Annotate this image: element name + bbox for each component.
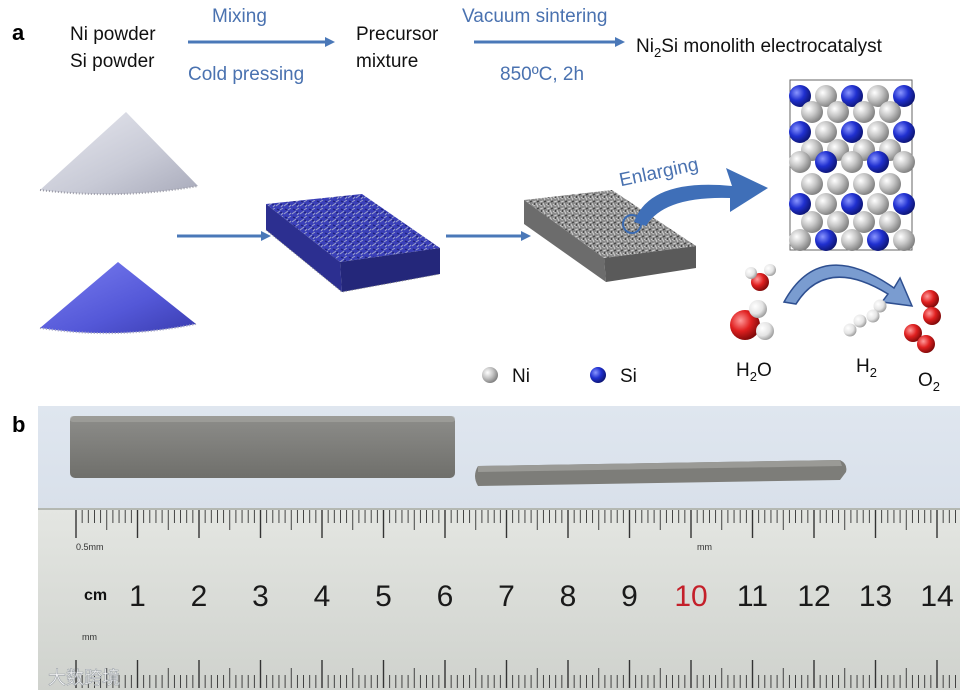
water-molecule-large	[730, 300, 774, 340]
precursor-pellet	[265, 194, 441, 293]
si-atom	[841, 121, 863, 143]
ni-atom	[801, 173, 823, 195]
ni-atom	[789, 229, 811, 251]
ni-atom	[815, 121, 837, 143]
ni-atom	[827, 211, 849, 233]
intermediate-precursor: Precursor	[356, 24, 439, 45]
ruler-number-8: 8	[560, 580, 577, 613]
ni-powder-cone	[39, 112, 199, 196]
hydrogen-label: H2	[856, 356, 877, 380]
watermark: 大数跨境	[48, 668, 120, 688]
ni-atom	[879, 211, 901, 233]
hydrogen-molecule	[843, 299, 887, 337]
ruler-unit-label: cm	[84, 587, 107, 604]
ni-atom	[827, 173, 849, 195]
intermediate-mixture: mixture	[356, 51, 418, 72]
ni-atom	[893, 229, 915, 251]
ni-atom	[853, 173, 875, 195]
ruler-number-6: 6	[437, 580, 454, 613]
ruler-number-2: 2	[191, 580, 208, 613]
ni2si-crystal-structure	[789, 79, 915, 251]
ni-atom	[815, 193, 837, 215]
input-ni-powder: Ni powder	[70, 24, 156, 45]
si-atom	[893, 193, 915, 215]
ruler-number-13: 13	[859, 580, 892, 613]
ni-atom	[827, 101, 849, 123]
ruler-number-12: 12	[797, 580, 830, 613]
ni-atom	[893, 151, 915, 173]
input-si-powder: Si powder	[70, 51, 155, 72]
step2-vacuum-sintering: Vacuum sintering	[462, 6, 607, 27]
si-atom	[841, 193, 863, 215]
oxygen-molecule	[904, 290, 941, 353]
product-label: Ni2Si monolith electrocatalyst	[636, 36, 883, 60]
ruler-number-5: 5	[375, 580, 392, 613]
si-powder-cone	[39, 262, 197, 335]
si-atom	[893, 121, 915, 143]
ni2si-bar-front	[70, 416, 455, 478]
ruler-half-mm-label: 0.5mm	[76, 542, 104, 552]
sintered-monolith	[524, 190, 696, 282]
enlarging-label: Enlarging	[617, 154, 700, 191]
ruler-mm-label-top: mm	[697, 542, 712, 552]
ruler-number-9: 9	[621, 580, 638, 613]
si-atom	[841, 85, 863, 107]
si-atom	[789, 121, 811, 143]
legend-si-label: Si	[620, 366, 637, 387]
water-molecule-small	[745, 264, 776, 291]
water-label: H2O	[736, 360, 772, 384]
step1-cold-pressing: Cold pressing	[188, 64, 304, 85]
ruler	[38, 508, 960, 690]
ruler-mm-label-left: mm	[82, 632, 97, 642]
ni-atom	[879, 101, 901, 123]
ni-atom	[867, 85, 889, 107]
ni-atom	[789, 151, 811, 173]
reaction-arrow	[782, 264, 914, 307]
ni-atom	[867, 193, 889, 215]
ni-atom	[853, 211, 875, 233]
ni-atom	[841, 151, 863, 173]
si-atom	[789, 193, 811, 215]
si-atom	[789, 85, 811, 107]
ni-atom	[801, 211, 823, 233]
legend-ni-sphere	[482, 367, 498, 383]
si-atom	[893, 85, 915, 107]
ruler-number-14: 14	[920, 580, 953, 613]
ni-atom	[815, 85, 837, 107]
ruler-number-4: 4	[314, 580, 331, 613]
ruler-number-7: 7	[498, 580, 515, 613]
ruler-number-11: 11	[737, 580, 768, 613]
ruler-number-1: 1	[129, 580, 146, 613]
ni-atom	[853, 101, 875, 123]
panel-a-label: a	[12, 20, 25, 45]
si-atom	[867, 229, 889, 251]
ruler-number-3: 3	[252, 580, 269, 613]
legend-si-sphere	[590, 367, 606, 383]
panel-b-label: b	[12, 412, 25, 437]
legend-ni-label: Ni	[512, 366, 530, 387]
si-atom	[867, 151, 889, 173]
si-atom	[815, 229, 837, 251]
ruler-number-10: 10	[674, 580, 707, 613]
ni2si-bar-side	[475, 460, 847, 486]
ni-atom	[841, 229, 863, 251]
ni-atom	[801, 101, 823, 123]
oxygen-label: O2	[918, 370, 940, 394]
step1-mixing: Mixing	[212, 6, 267, 27]
si-atom	[815, 151, 837, 173]
ni-atom	[879, 173, 901, 195]
ni-atom	[867, 121, 889, 143]
enlarging-arrow	[634, 168, 768, 226]
step2-conditions: 850ºC, 2h	[500, 64, 584, 85]
